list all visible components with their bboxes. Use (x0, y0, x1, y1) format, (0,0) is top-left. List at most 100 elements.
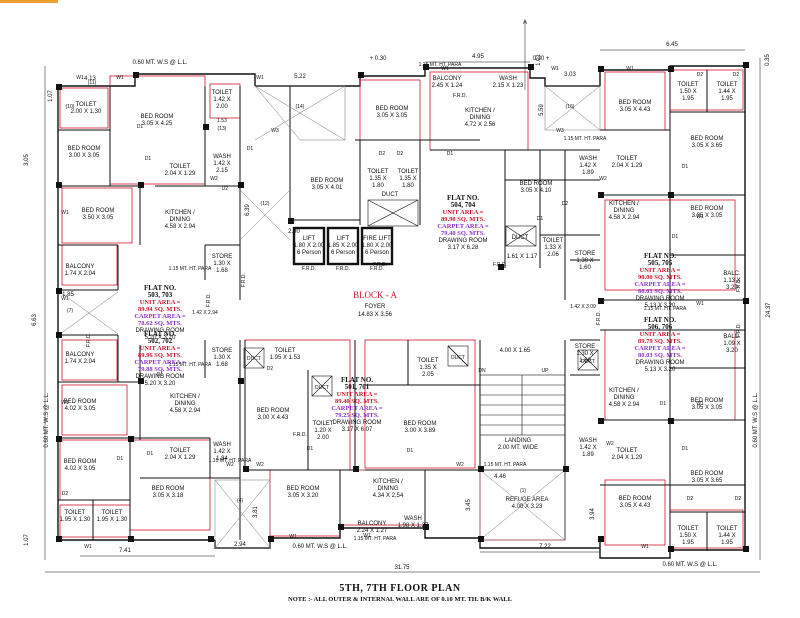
room-label-tc-bed2: 3.05 X 4.01 (312, 185, 343, 191)
room-label-tl-wash: 1.42 X (213, 161, 230, 167)
lift-frd: F.R.D. (302, 266, 316, 272)
dimension-dim-345: 3.45 (466, 499, 472, 511)
tag-ht-para: 1.15 MT. HT. PARA (169, 266, 212, 272)
duct-label: DUCT (382, 192, 399, 198)
duct-label: DUCT (451, 355, 465, 361)
room-label-tr-kitchen: KITCHEN / (609, 201, 639, 207)
drawing-room: 5.13 X 3.20 (645, 367, 676, 373)
room-label-br-wash: WASH (579, 438, 597, 444)
tag-w1: W1 (76, 75, 84, 81)
room-label-br-bed3: 3.05 X 4.43 (620, 503, 651, 509)
room-label-bl-toilet: 2.04 X 1.29 (165, 455, 196, 461)
plan-title: 5TH, 7TH FLOOR PLAN (339, 583, 461, 594)
room-label-br-toilet2: 1.44 X (718, 533, 735, 539)
dimension-ws-bottom-mid: 0.60 MT. W.S @ L.L. (292, 544, 347, 550)
lift-label: 6 Person (331, 250, 355, 256)
room-label-mr-balc: 3.20 (726, 348, 738, 354)
tag-d2: D2 (735, 496, 742, 502)
room-label-refuge: REFUGE AREA (506, 497, 549, 503)
tag-frd: F.R.D. (86, 333, 92, 347)
tag-w1: W1 (61, 296, 69, 302)
room-label-br-wash: 1.42 X (579, 445, 596, 451)
room-label-tl-toilet: TOILET (76, 102, 97, 108)
carpet-area: 79.40 SQ. MTS. (441, 230, 485, 237)
duct-size: 1.61 X 1.17 (507, 254, 538, 260)
lift-frd: F.R.D. (336, 266, 350, 272)
room-label-tr-bed2: 3.05 X 3.65 (692, 143, 723, 149)
flat-number: FLAT NO. (644, 252, 676, 260)
room-label-tr-store: STORE (575, 251, 596, 257)
room-label-tc-kitchen: KITCHEN / (465, 108, 495, 114)
room-label-tr-toilet1: TOILET (678, 82, 699, 88)
room-label-tl-bed2: 3.05 X 4.25 (142, 121, 173, 127)
stair-dim: 4.00 X 1.65 (500, 348, 531, 354)
room-label-tr-bed1: 3.05 X 4.43 (620, 107, 651, 113)
room-label-mr-kitchen: 4.58 X 2.94 (609, 402, 640, 408)
tag-d2: D2 (397, 151, 404, 157)
dimension-bottom-722: 7.22 (539, 544, 551, 550)
tag-w2: W2 (256, 462, 264, 468)
block-name: BLOCK - A (353, 290, 398, 300)
room-label-bc-bed2: 3.00 X 3.89 (405, 428, 436, 434)
unit-area: 89.94 SQ. MTS. (138, 306, 182, 313)
room-label-br-bed2: BED ROOM (691, 471, 724, 477)
drawing-room: DRAWING ROOM (635, 296, 684, 302)
carpet-area: CARPET AREA = (634, 281, 686, 288)
room-label-br-bed1: 3.05 X 3.05 (692, 405, 723, 411)
room-label-bc-balc: 2.24 X 1.27 (357, 528, 388, 534)
room-label-tl-kitchen: 4.58 X 2.94 (165, 224, 196, 230)
room-label-tc-toilet3: 2.06 (547, 252, 559, 258)
room-label-tr-toilet2: 1.44 X (718, 89, 735, 95)
dimension-dim-107a: 1.07 (24, 534, 30, 546)
tag-d2: D2 (562, 201, 569, 207)
room-label-bl-bed2: BED ROOM (64, 459, 97, 465)
room-label-bc-kitchen: KITCHEN / (373, 479, 403, 485)
tag-w2: W2 (226, 462, 234, 468)
lift-label: FIRE LIFT (363, 236, 391, 242)
duct-label: DUCT (512, 235, 529, 241)
room-label-ml-kitchen: DINING (175, 401, 196, 407)
room-label-tc-bed: 3.05 X 3.05 (377, 113, 408, 119)
flat-number: FLAT NO. (144, 330, 176, 338)
dimension-dim-101: 1.01 (536, 54, 542, 66)
dimension-left-663: 6.63 (32, 314, 38, 326)
room-label-bc-toilet2: 2.05 (422, 372, 434, 378)
tag-d1: D1 (247, 146, 254, 152)
room-label-tc-balc: 2.45 X 1.24 (432, 83, 463, 89)
room-label-tl-wash: WASH (213, 154, 231, 160)
room-label-tl-balc: BALCONY (66, 264, 95, 270)
room-label-tr-wash: 1.89 (582, 170, 594, 176)
lift-core (292, 226, 394, 266)
tag-d1: D1 (145, 156, 152, 162)
room-label-bc-toilet2: TOILET (418, 358, 439, 364)
carpet-area: CARPET AREA = (134, 313, 186, 320)
dimension-dim-290: 2.90 (288, 229, 300, 235)
room-label-tr-toilet2: 1.95 (721, 96, 733, 102)
foyer-size: 14.83 X 3.56 (358, 312, 393, 318)
tag-d2: D2 (697, 72, 704, 78)
tag-w1: W1 (696, 214, 704, 220)
carpet-area: CARPET AREA = (437, 223, 489, 230)
room-label-tc-wash: WASH (499, 76, 517, 82)
dimension-left-522: 5.22 (294, 74, 306, 80)
dimension-dim-639: 6.39 (245, 204, 251, 216)
tag-n10: (10) (66, 104, 75, 110)
room-label-mr-kitchen: DINING (614, 395, 635, 401)
room-label-tc-kitchen: 4.72 X 2.56 (465, 122, 496, 128)
tag-frd: F.R.D. (373, 262, 387, 268)
tag-d1: D1 (307, 446, 314, 452)
room-label-tl-bed3: BED ROOM (82, 208, 115, 214)
room-label-tc-toilet2: 1.80 (402, 183, 414, 189)
room-label-tc-toilet3: 1.33 X (544, 245, 561, 251)
room-label-bl-toilet: TOILET (170, 448, 191, 454)
tag-w-h1: 1.15 MT. HT. PARA (209, 458, 252, 464)
room-label-bc-toilet2: 1.35 X (419, 365, 436, 371)
tag-d1: D1 (157, 372, 164, 378)
flat-number: 504, 704 (451, 201, 476, 209)
room-label-bl-toilet1: 1.95 X 1.30 (60, 517, 91, 523)
carpet-area: CARPET AREA = (634, 345, 686, 352)
room-label-br-toilet1: 1.95 (682, 540, 694, 546)
tag-d2: D2 (267, 366, 274, 372)
tag-n14: (14) (296, 104, 305, 110)
header-accent (0, 0, 58, 3)
